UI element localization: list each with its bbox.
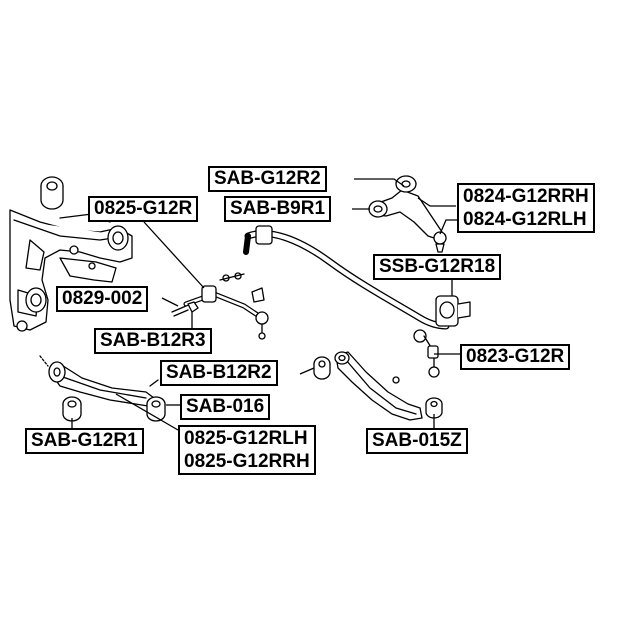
upper-control-arm: [368, 175, 447, 253]
bushing-sab-016: [146, 396, 166, 422]
label-0824-g12rlh: 0824-G12RLH: [463, 209, 587, 230]
locator-line: [39, 355, 49, 367]
subframe-bushing: [40, 176, 64, 210]
bushing-sab-b12r2: [313, 356, 331, 380]
label-0824-g12rrh: 0824-G12RRH: [463, 186, 589, 207]
label-sab-b12r3: SAB-B12R3: [94, 328, 212, 354]
bushing-sab-015z: [425, 397, 443, 419]
stabilizer-bar: [243, 225, 450, 330]
label-0825-g12rrh: 0825-G12RRH: [184, 451, 310, 472]
label-sab-g12r2: SAB-G12R2: [208, 166, 327, 192]
leader-lines: [71, 178, 460, 431]
label-sab-016: SAB-016: [180, 394, 271, 420]
label-0823-g12r: 0823-G12R: [460, 344, 571, 370]
label-0825-g12rlh: 0825-G12RLH: [184, 428, 308, 449]
label-0825-g12r-pair: 0825-G12RLH 0825-G12RRH: [178, 425, 316, 475]
toe-control-rod: [183, 285, 269, 340]
bushing-sab-g12r1: [62, 396, 82, 422]
label-ssb-g12r18: SSB-G12R18: [373, 254, 502, 280]
label-sab-b9r1: SAB-B9R1: [224, 196, 332, 222]
rear-subframe: [9, 209, 133, 332]
label-sab-015z: SAB-015Z: [366, 428, 468, 454]
stabilizer-link: [413, 329, 440, 378]
label-0829-002: 0829-002: [56, 286, 149, 312]
label-sab-g12r1: SAB-G12R1: [25, 428, 144, 454]
adjuster-bolt: [171, 272, 245, 317]
label-0825-g12r: 0825-G12R: [88, 196, 199, 222]
lower-arm-left: [48, 361, 159, 407]
stabilizer-bushing: [435, 295, 471, 327]
label-0824-g12r-pair: 0824-G12RRH 0824-G12RLH: [457, 183, 595, 233]
label-sab-b12r2: SAB-B12R2: [160, 360, 278, 386]
lower-arm-right: [334, 351, 423, 421]
